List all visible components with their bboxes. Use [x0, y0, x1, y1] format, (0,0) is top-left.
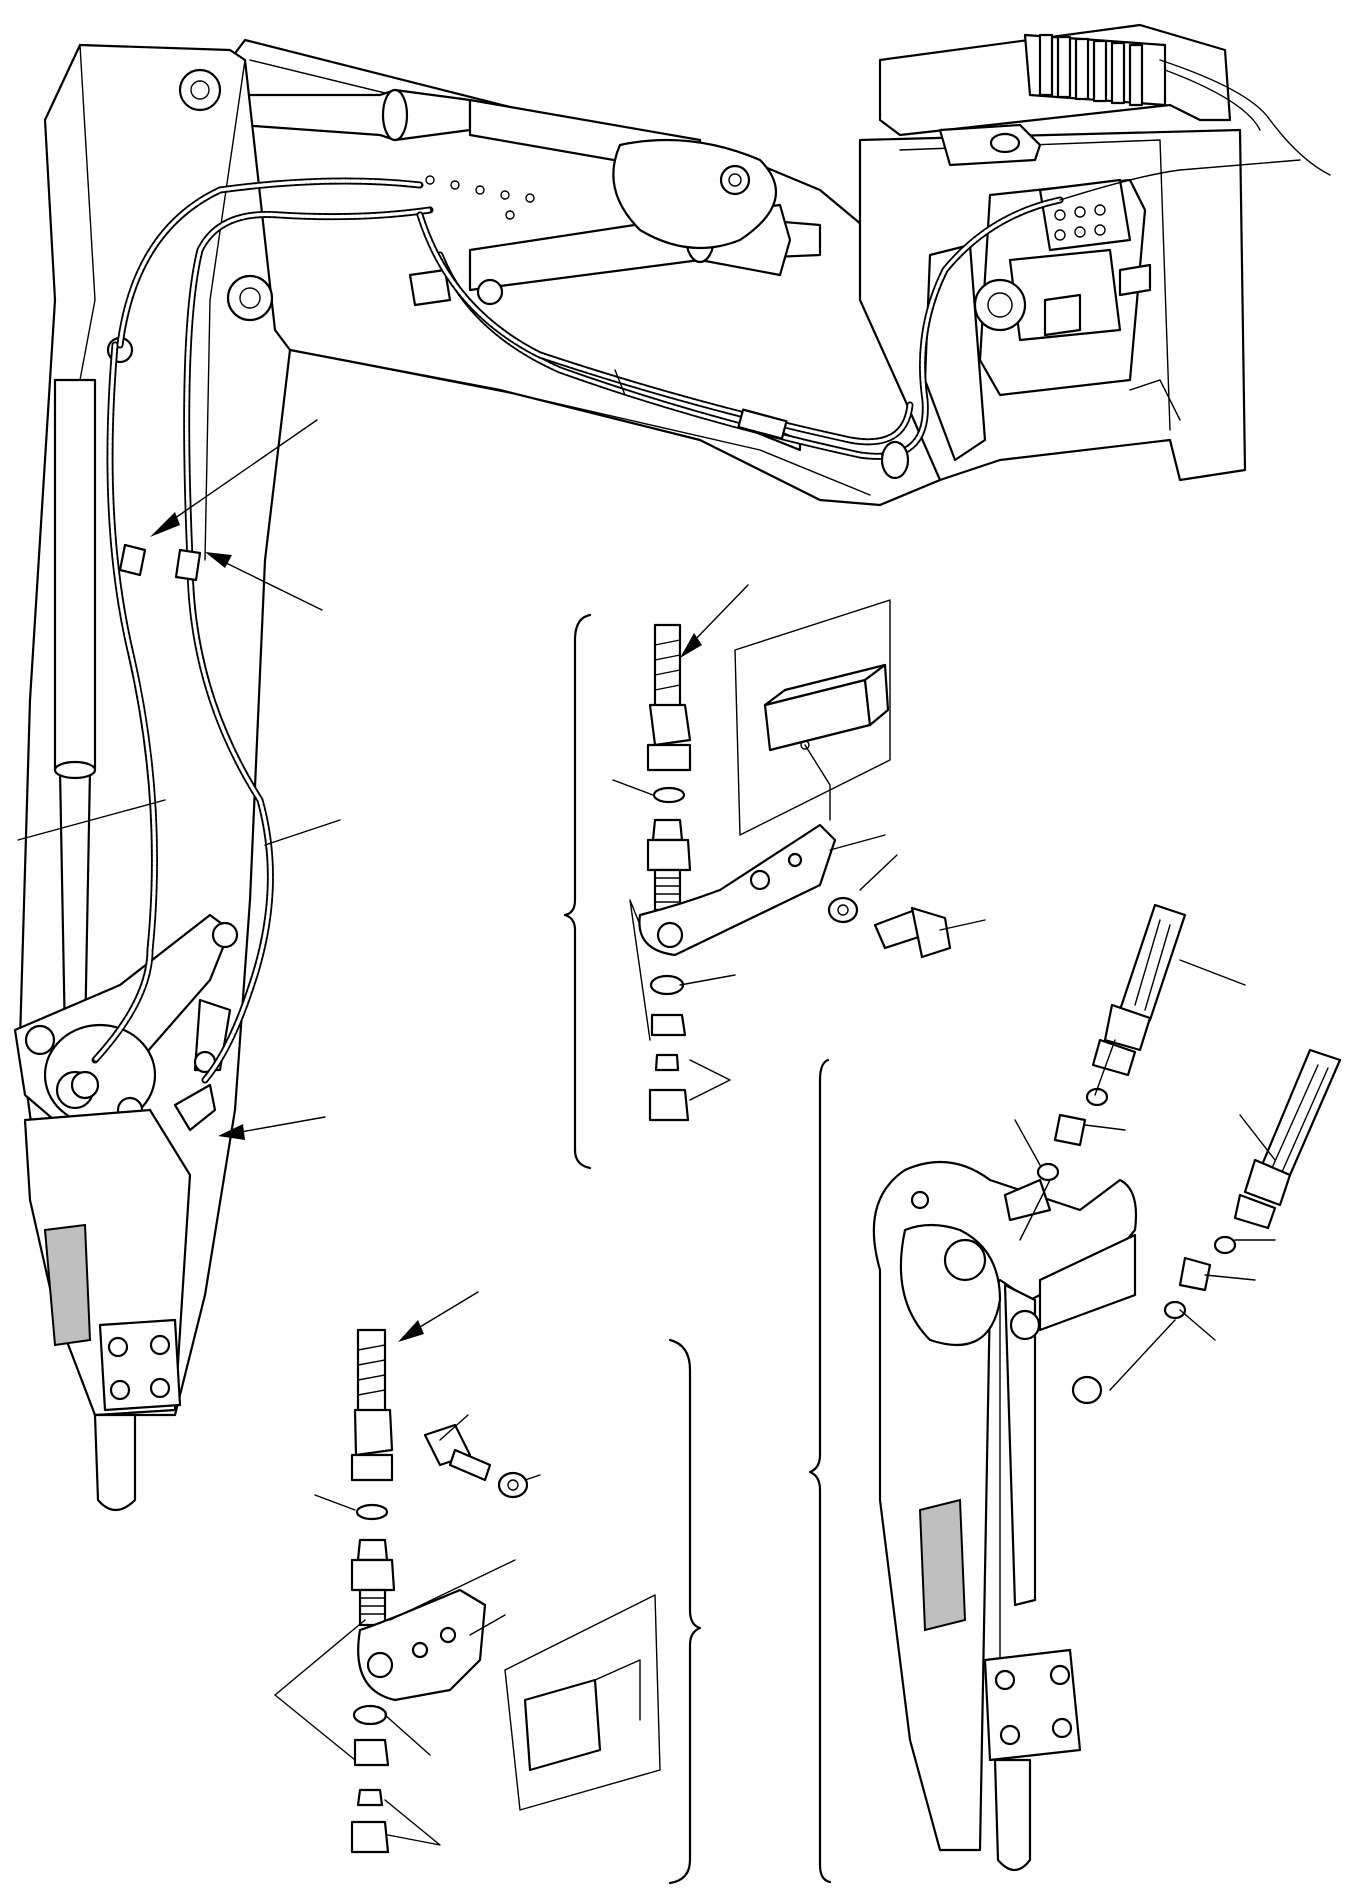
- adapter-bracket-detail: [274, 1291, 702, 1885]
- hammer-connection-detail: [808, 903, 1342, 1884]
- arm-assembly-illustration: [13, 23, 1331, 1512]
- hose-coupling-detail: [563, 584, 986, 1170]
- boom-top-holes: [425, 175, 535, 220]
- hydraulic-hose-lines: [91, 159, 1301, 1084]
- valve-ports: [1054, 204, 1106, 241]
- control-valve-block: [1023, 33, 1167, 107]
